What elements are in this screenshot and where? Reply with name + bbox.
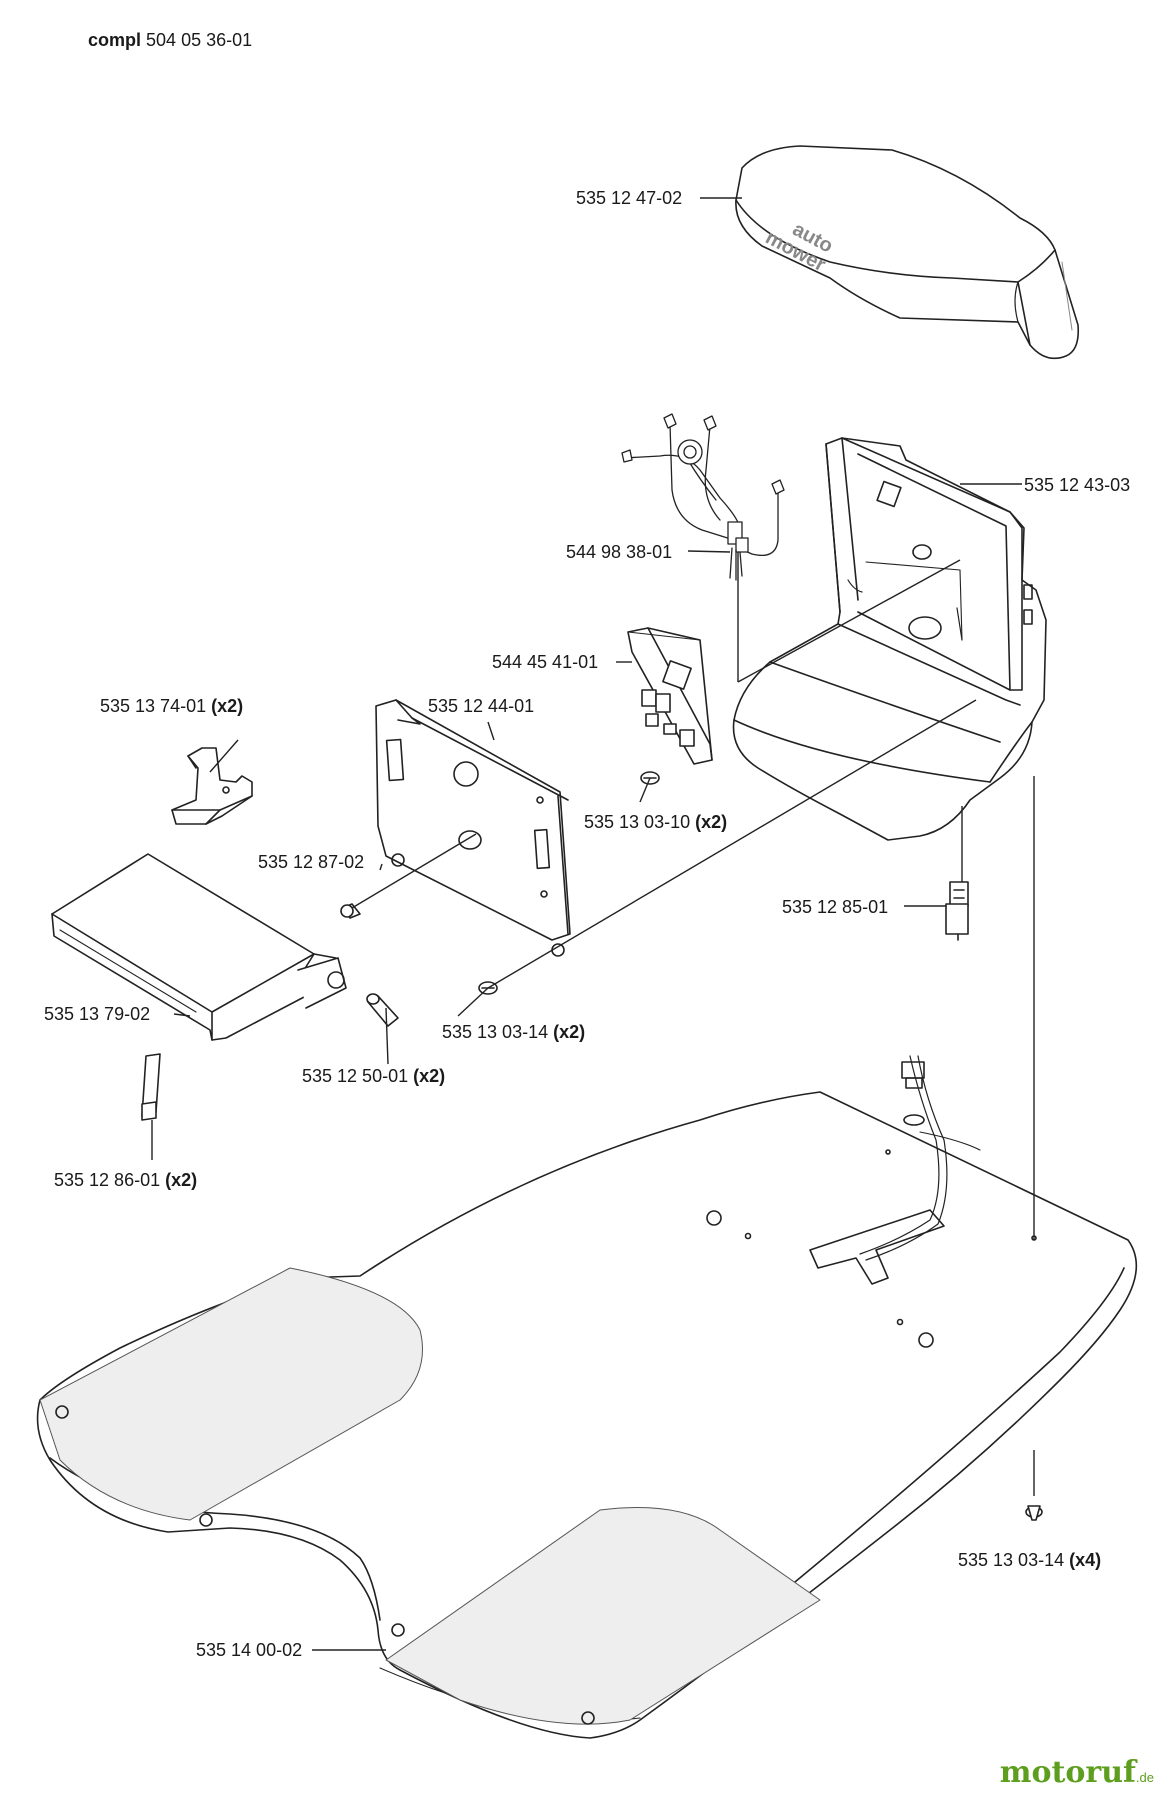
label-circuit-board: 544 45 41-01 <box>492 652 599 672</box>
label-screw-board: 535 13 03-10 (x2) <box>584 812 728 832</box>
mounting-plate-part <box>375 699 571 957</box>
bracket-part <box>171 747 253 825</box>
label-base-plate: 535 14 00-02 <box>196 1640 303 1660</box>
cable-harness-part <box>621 413 785 581</box>
screw-base-part <box>1025 1505 1043 1521</box>
label-screw-plate: 535 13 03-14 (x2) <box>442 1022 586 1042</box>
label-lid: 535 13 79-02 <box>44 1004 151 1024</box>
connector-part <box>945 881 969 941</box>
circuit-board-part <box>627 627 713 765</box>
pin-part <box>366 993 399 1027</box>
small-pin-part <box>340 903 361 919</box>
header-number: 504 05 36-01 <box>146 30 253 50</box>
label-screw-base: 535 13 03-14 (x4) <box>958 1550 1102 1570</box>
label-housing: 535 12 43-03 <box>1024 475 1131 495</box>
base-plate-part <box>36 1055 1138 1739</box>
header-prefix: compl <box>88 30 142 50</box>
label-pin-small: 535 12 87-02 <box>258 852 365 872</box>
label-mounting-plate: 535 12 44-01 <box>428 696 535 716</box>
cover-part: auto mower <box>735 145 1080 360</box>
label-pin: 535 12 50-01 (x2) <box>302 1066 446 1086</box>
watermark-logo[interactable]: motoruf.de <box>999 1755 1154 1790</box>
leader-lines <box>151 197 1035 1651</box>
assembly-header: compl 504 05 36-01 <box>88 30 252 51</box>
strip-part <box>141 1053 161 1121</box>
label-cover: 535 12 47-02 <box>576 188 683 208</box>
label-connector: 535 12 85-01 <box>782 897 889 917</box>
housing-part <box>732 437 1047 841</box>
label-strip: 535 12 86-01 (x2) <box>54 1170 198 1190</box>
lid-part <box>51 853 347 1041</box>
label-bracket: 535 13 74-01 (x2) <box>100 696 244 716</box>
label-cable-harness: 544 98 38-01 <box>566 542 673 562</box>
